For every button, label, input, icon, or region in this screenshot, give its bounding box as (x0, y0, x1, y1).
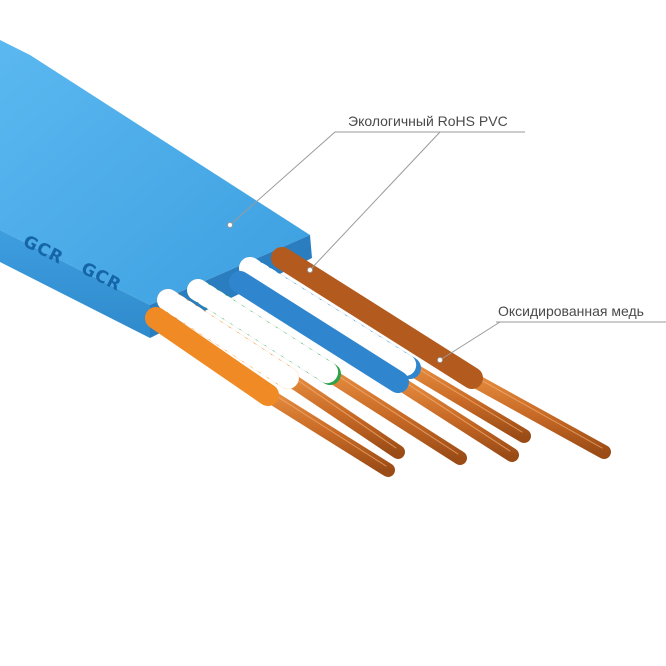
pvc-marker-dot-2 (307, 267, 313, 273)
wire-blue-white-stripes (239, 257, 421, 379)
callout-pvc-label: Экологичный RoHS PVC (348, 113, 508, 129)
pvc-leader-line-2 (309, 131, 441, 271)
jacket-front-face (0, 230, 150, 338)
copper-strand (391, 375, 519, 462)
copper-conductors (261, 361, 611, 477)
copper-strand (261, 388, 395, 477)
copper-marker-dot (437, 357, 443, 363)
wire-green-white-stripes (187, 279, 341, 385)
copper-strand (403, 361, 531, 443)
wire-orange (145, 307, 279, 406)
callout-copper-label: Оксидированная медь (498, 303, 644, 319)
wire-orange-white-stripes (157, 289, 299, 389)
insulated-wires (145, 247, 483, 406)
copper-strand (323, 368, 467, 465)
wire-blue (229, 271, 409, 393)
callout-lines (227, 131, 666, 363)
jacket-top-face (0, 40, 310, 305)
pvc-leader-line (229, 131, 340, 226)
pvc-marker-dot (227, 222, 233, 228)
copper-leader-line (439, 321, 501, 361)
copper-strand (281, 371, 405, 459)
copper-strand (463, 371, 611, 459)
